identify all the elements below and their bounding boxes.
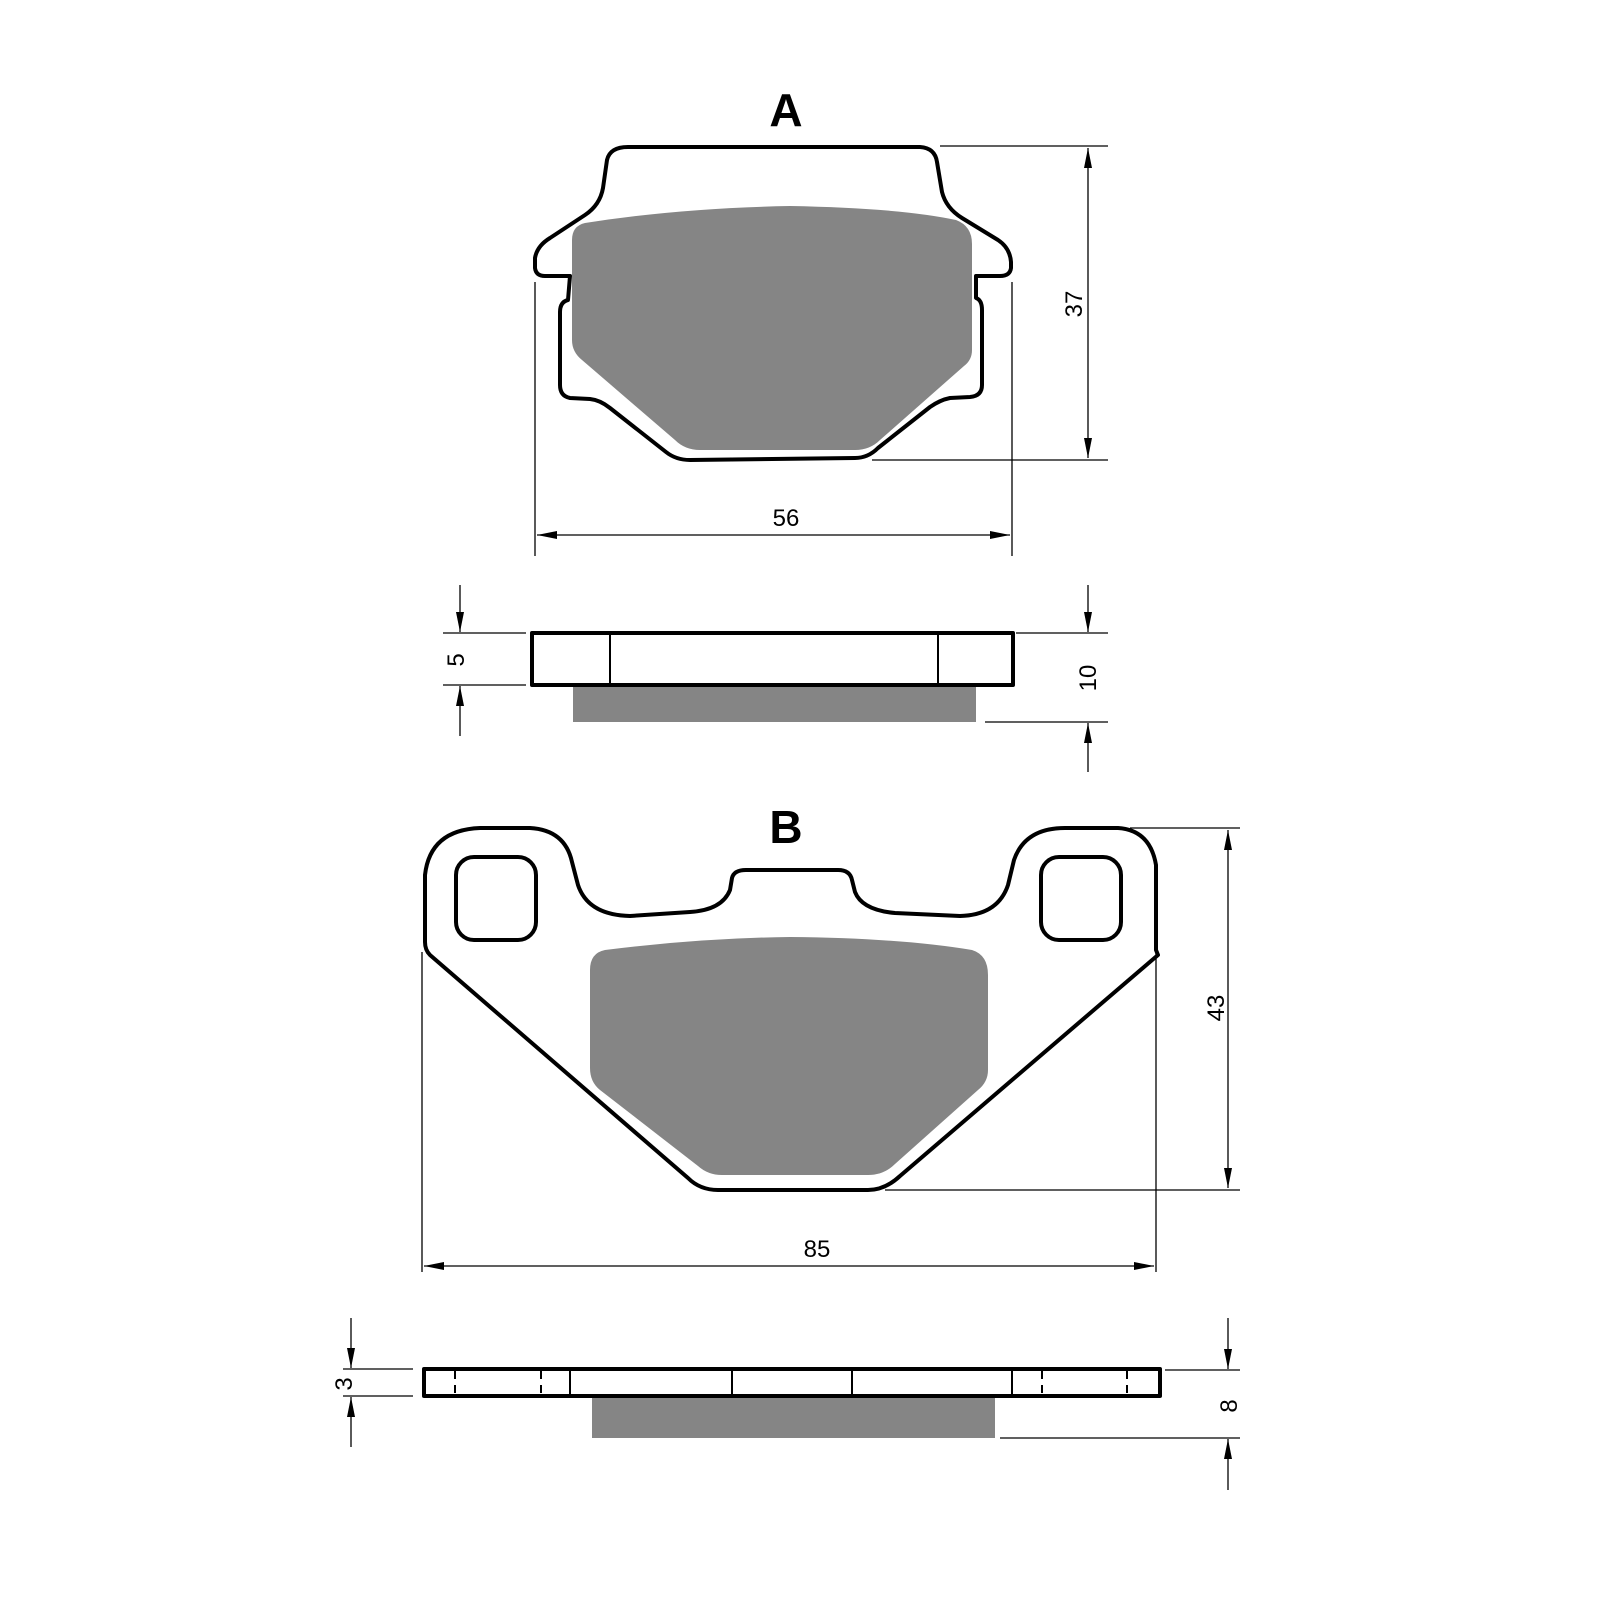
pad-a-front-view: A 56 37 <box>533 84 1108 556</box>
pad-a-plate-thickness-label: 5 <box>443 653 470 666</box>
pad-b-height-label: 43 <box>1203 995 1230 1022</box>
pad-a-label: A <box>769 84 802 136</box>
pad-b-plate-thickness-label: 3 <box>331 1377 358 1390</box>
pad-b-mounting-hole-right <box>1039 855 1123 942</box>
pad-b-friction-material <box>590 937 988 1175</box>
pad-a-side-view: 5 10 <box>443 585 1108 772</box>
pad-b-width-label: 85 <box>804 1236 831 1263</box>
pad-a-total-thickness-label: 10 <box>1075 665 1102 692</box>
pad-b-front-view: B 85 43 <box>421 801 1240 1272</box>
pad-b-side-friction <box>592 1397 995 1438</box>
pad-b-label: B <box>769 801 802 853</box>
pad-a-side-friction <box>573 685 976 722</box>
pad-b-side-plate <box>422 1367 1162 1398</box>
pad-a-height-label: 37 <box>1061 291 1088 318</box>
pad-a-width-label: 56 <box>773 505 800 532</box>
pad-b-total-thickness-label: 8 <box>1216 1399 1243 1412</box>
pad-a-side-plate <box>530 631 1015 687</box>
pad-b-mounting-hole-left <box>454 855 538 942</box>
pad-b-side-view: 3 8 <box>331 1318 1243 1490</box>
pad-a-friction-material <box>572 206 972 450</box>
